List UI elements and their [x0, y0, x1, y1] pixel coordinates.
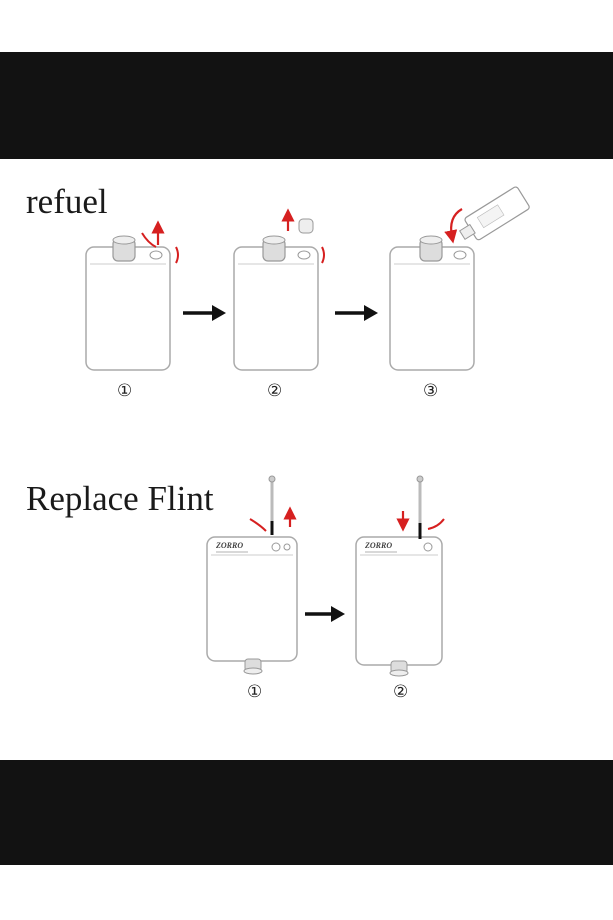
refuel-step-2-number: ②	[267, 381, 282, 401]
flint-step-1-number: ①	[247, 682, 262, 702]
flint-lighter-2-brand: ZORRO	[364, 541, 392, 550]
refuel-arrow-1	[183, 305, 226, 321]
flint-lighter-1-brand: ZORRO	[215, 541, 243, 550]
flint-arrow	[305, 606, 345, 622]
pour-arrow	[444, 208, 463, 244]
fuel-can	[458, 186, 530, 241]
refuel-lighter-2	[233, 208, 325, 371]
refuel-lighter-1	[85, 220, 179, 371]
refuel-heading: refuel	[26, 182, 108, 221]
flint-lighter-1: ZORRO	[206, 475, 298, 675]
flint-lighter-2: ZORRO	[355, 475, 445, 677]
refuel-arrow-2	[335, 305, 378, 321]
refuel-step-3-number: ③	[423, 381, 438, 401]
top-black-band	[0, 52, 613, 159]
refuel-step-1-number: ①	[117, 381, 132, 401]
flint-step-2-number: ②	[393, 682, 408, 702]
replace-flint-heading: Replace Flint	[26, 479, 214, 518]
refuel-lighter-3	[389, 235, 475, 371]
instruction-diagram: ① ②	[85, 186, 530, 702]
instruction-panel: refuel Replace Flint ①	[0, 159, 613, 760]
bottom-black-band	[0, 760, 613, 865]
